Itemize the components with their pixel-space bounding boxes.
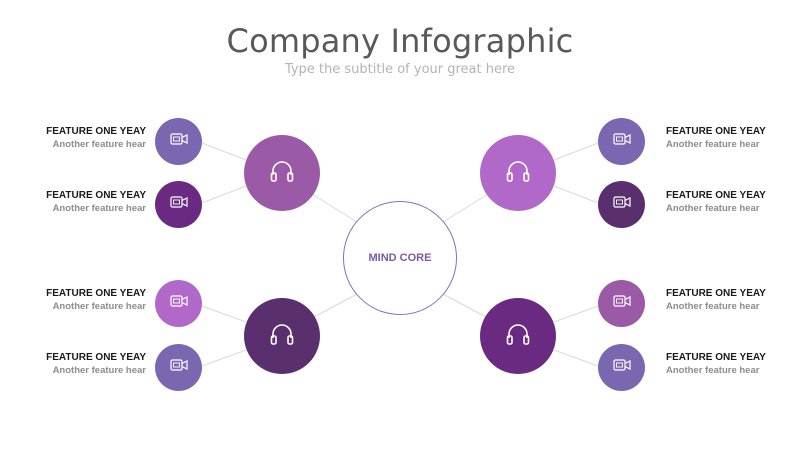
feature-subtitle: Another feature hear bbox=[52, 203, 146, 214]
feature-label-right-4: FEATURE ONE YEAY Another feature hear bbox=[666, 351, 796, 377]
link-hub-bl-leaf-2 bbox=[201, 349, 247, 367]
video-camera-icon bbox=[612, 358, 631, 377]
link-core-hub-br bbox=[442, 293, 489, 319]
feature-subtitle: Another feature hear bbox=[666, 139, 760, 150]
feature-title: FEATURE ONE YEAY bbox=[46, 126, 146, 137]
video-camera-icon bbox=[169, 294, 188, 313]
link-hub-bl-leaf-1 bbox=[201, 305, 247, 323]
video-camera-icon bbox=[169, 358, 188, 377]
video-camera-icon bbox=[169, 195, 188, 214]
hub-node-bottom-right bbox=[480, 298, 556, 374]
hub-node-bottom-left bbox=[244, 298, 320, 374]
feature-subtitle: Another feature hear bbox=[666, 365, 760, 376]
hub-node-top-right bbox=[480, 135, 556, 211]
feature-subtitle: Another feature hear bbox=[666, 301, 760, 312]
feature-node-right-1 bbox=[598, 118, 645, 165]
headphones-icon bbox=[503, 319, 533, 354]
feature-title: FEATURE ONE YEAY bbox=[666, 288, 766, 299]
feature-node-left-4 bbox=[155, 344, 202, 391]
video-camera-icon bbox=[612, 132, 631, 151]
link-hub-tl-leaf-2 bbox=[201, 185, 247, 204]
link-hub-tr-leaf-2 bbox=[553, 185, 599, 204]
feature-label-left-2: FEATURE ONE YEAY Another feature hear bbox=[0, 189, 146, 215]
feature-node-left-1 bbox=[155, 118, 202, 165]
feature-node-right-2 bbox=[598, 181, 645, 228]
feature-node-left-3 bbox=[155, 280, 202, 327]
feature-subtitle: Another feature hear bbox=[666, 203, 760, 214]
feature-title: FEATURE ONE YEAY bbox=[666, 190, 766, 201]
link-hub-br-leaf-1 bbox=[553, 305, 599, 323]
page-title: Company Infographic bbox=[226, 22, 574, 60]
mind-core-node: MIND CORE bbox=[343, 201, 457, 315]
video-camera-icon bbox=[612, 294, 631, 313]
link-hub-tr-leaf-1 bbox=[553, 142, 599, 161]
headphones-icon bbox=[267, 319, 297, 354]
feature-node-left-2 bbox=[155, 181, 202, 228]
page-subtitle: Type the subtitle of your great here bbox=[284, 62, 516, 77]
feature-label-left-4: FEATURE ONE YEAY Another feature hear bbox=[0, 351, 146, 377]
link-hub-br-leaf-2 bbox=[553, 349, 599, 367]
feature-label-left-3: FEATURE ONE YEAY Another feature hear bbox=[0, 287, 146, 313]
feature-title: FEATURE ONE YEAY bbox=[46, 288, 146, 299]
link-core-hub-bl bbox=[311, 293, 358, 319]
video-camera-icon bbox=[612, 195, 631, 214]
feature-title: FEATURE ONE YEAY bbox=[46, 352, 146, 363]
feature-label-left-1: FEATURE ONE YEAY Another feature hear bbox=[0, 125, 146, 151]
link-hub-tl-leaf-1 bbox=[201, 142, 247, 161]
feature-title: FEATURE ONE YEAY bbox=[46, 190, 146, 201]
mind-core-label: MIND CORE bbox=[368, 252, 432, 264]
feature-label-right-1: FEATURE ONE YEAY Another feature hear bbox=[666, 125, 796, 151]
link-core-hub-tr bbox=[442, 193, 489, 223]
feature-title: FEATURE ONE YEAY bbox=[666, 126, 766, 137]
headphones-icon bbox=[503, 156, 533, 191]
headphones-icon bbox=[267, 156, 297, 191]
feature-node-right-3 bbox=[598, 280, 645, 327]
feature-subtitle: Another feature hear bbox=[52, 139, 146, 150]
feature-label-right-3: FEATURE ONE YEAY Another feature hear bbox=[666, 287, 796, 313]
feature-node-right-4 bbox=[598, 344, 645, 391]
feature-title: FEATURE ONE YEAY bbox=[666, 352, 766, 363]
feature-label-right-2: FEATURE ONE YEAY Another feature hear bbox=[666, 189, 796, 215]
hub-node-top-left bbox=[244, 135, 320, 211]
feature-subtitle: Another feature hear bbox=[52, 365, 146, 376]
video-camera-icon bbox=[169, 132, 188, 151]
feature-subtitle: Another feature hear bbox=[52, 301, 146, 312]
link-core-hub-tl bbox=[311, 193, 358, 223]
